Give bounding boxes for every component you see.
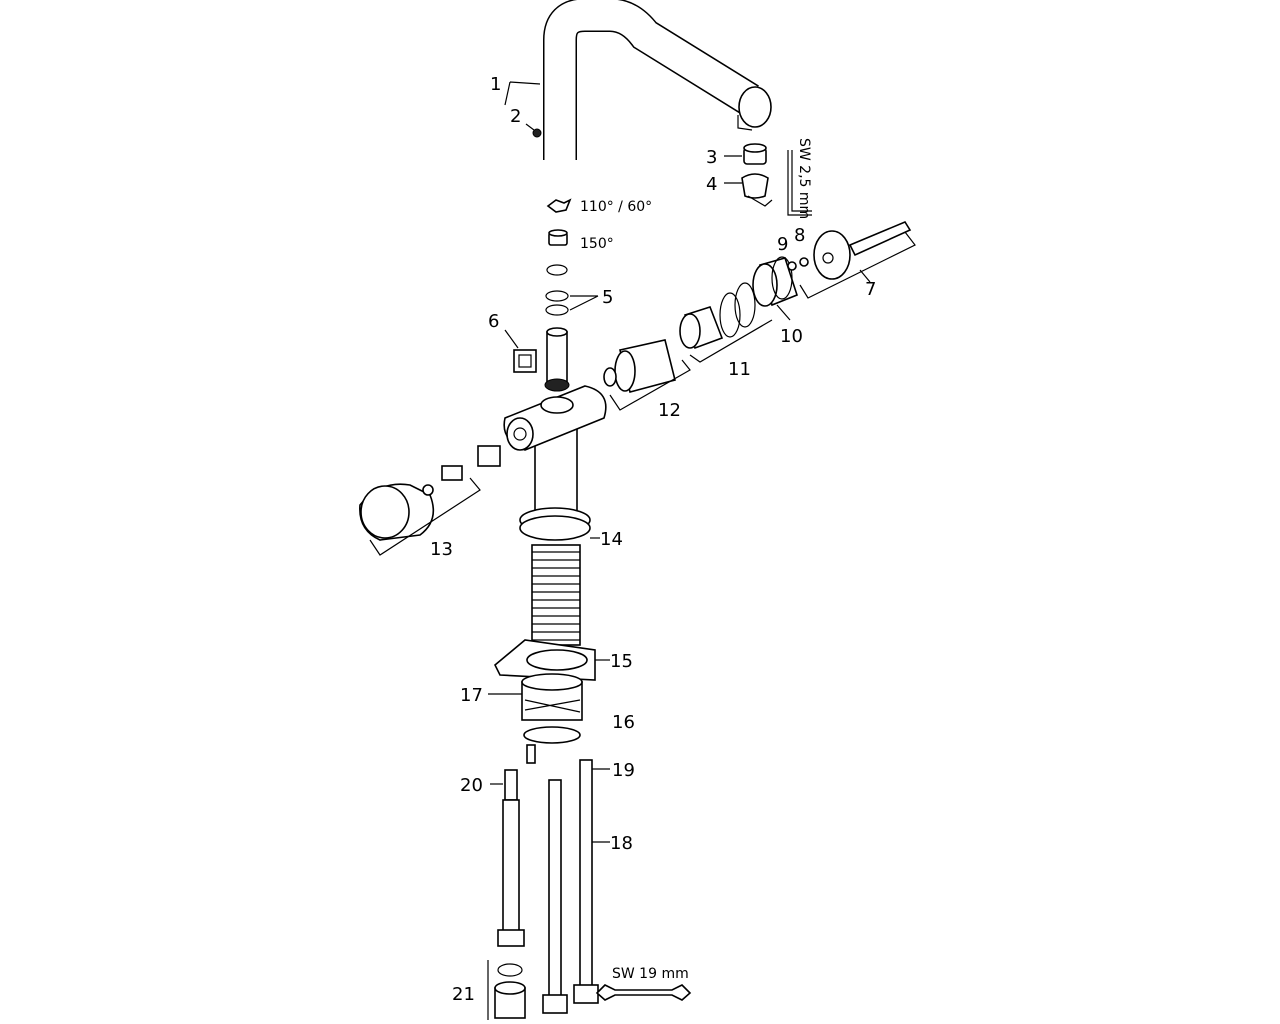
screw-8 [799, 257, 809, 267]
label-20: 20 [460, 775, 483, 796]
cartridge-12 [603, 339, 676, 393]
hose-center [542, 779, 568, 1014]
allen-key-icon [787, 150, 812, 216]
o-rings-5 [545, 264, 569, 316]
allen-key-size: SW 2,5 mm [796, 138, 812, 219]
label-18: 18 [610, 833, 633, 854]
mixer-body [503, 385, 607, 521]
lever-handle-7 [813, 220, 912, 280]
label-16: 16 [612, 712, 635, 733]
angle-limiter-icon [546, 198, 572, 213]
label-3: 3 [706, 147, 717, 168]
spout [543, 0, 772, 160]
label-6: 6 [488, 311, 499, 332]
label-12: 12 [658, 400, 681, 421]
screw-2 [532, 128, 542, 138]
leader-1 [504, 81, 541, 106]
flange-14 [519, 507, 591, 541]
threaded-rod [531, 544, 581, 646]
label-15: 15 [610, 651, 633, 672]
aerator-housing-4 [741, 173, 773, 207]
angle-150-text: 150° [580, 236, 614, 252]
label-19: 19 [612, 760, 635, 781]
label-11: 11 [728, 359, 751, 380]
label-17: 17 [460, 685, 483, 706]
label-7: 7 [865, 279, 876, 300]
mounting-plate-15 [494, 639, 596, 681]
adapter-21 [494, 963, 526, 1019]
hose-20 [497, 769, 525, 947]
nut-11 [679, 282, 756, 350]
inner-column [544, 327, 570, 392]
label-2: 2 [510, 106, 521, 127]
label-14: 14 [600, 529, 623, 550]
aerator-3 [743, 143, 767, 165]
label-10: 10 [780, 326, 803, 347]
label-8: 8 [794, 225, 805, 246]
label-5: 5 [602, 287, 613, 308]
screw-9 [787, 261, 797, 271]
angle-limiter-150-icon [548, 229, 568, 246]
sleeve-10 [752, 256, 798, 307]
wrench-icon [595, 984, 692, 1001]
label-1: 1 [490, 74, 501, 95]
label-9: 9 [777, 234, 788, 255]
fixing-nut-16-17 [521, 673, 583, 764]
label-4: 4 [706, 174, 717, 195]
wrench-size: SW 19 mm [612, 966, 689, 982]
hose-18 [573, 759, 599, 1004]
label-21: 21 [452, 984, 475, 1005]
knob-13 [359, 445, 501, 541]
clip-6 [513, 349, 537, 373]
angle-limiter-text: 110° / 60° [580, 199, 652, 215]
label-13: 13 [430, 539, 453, 560]
